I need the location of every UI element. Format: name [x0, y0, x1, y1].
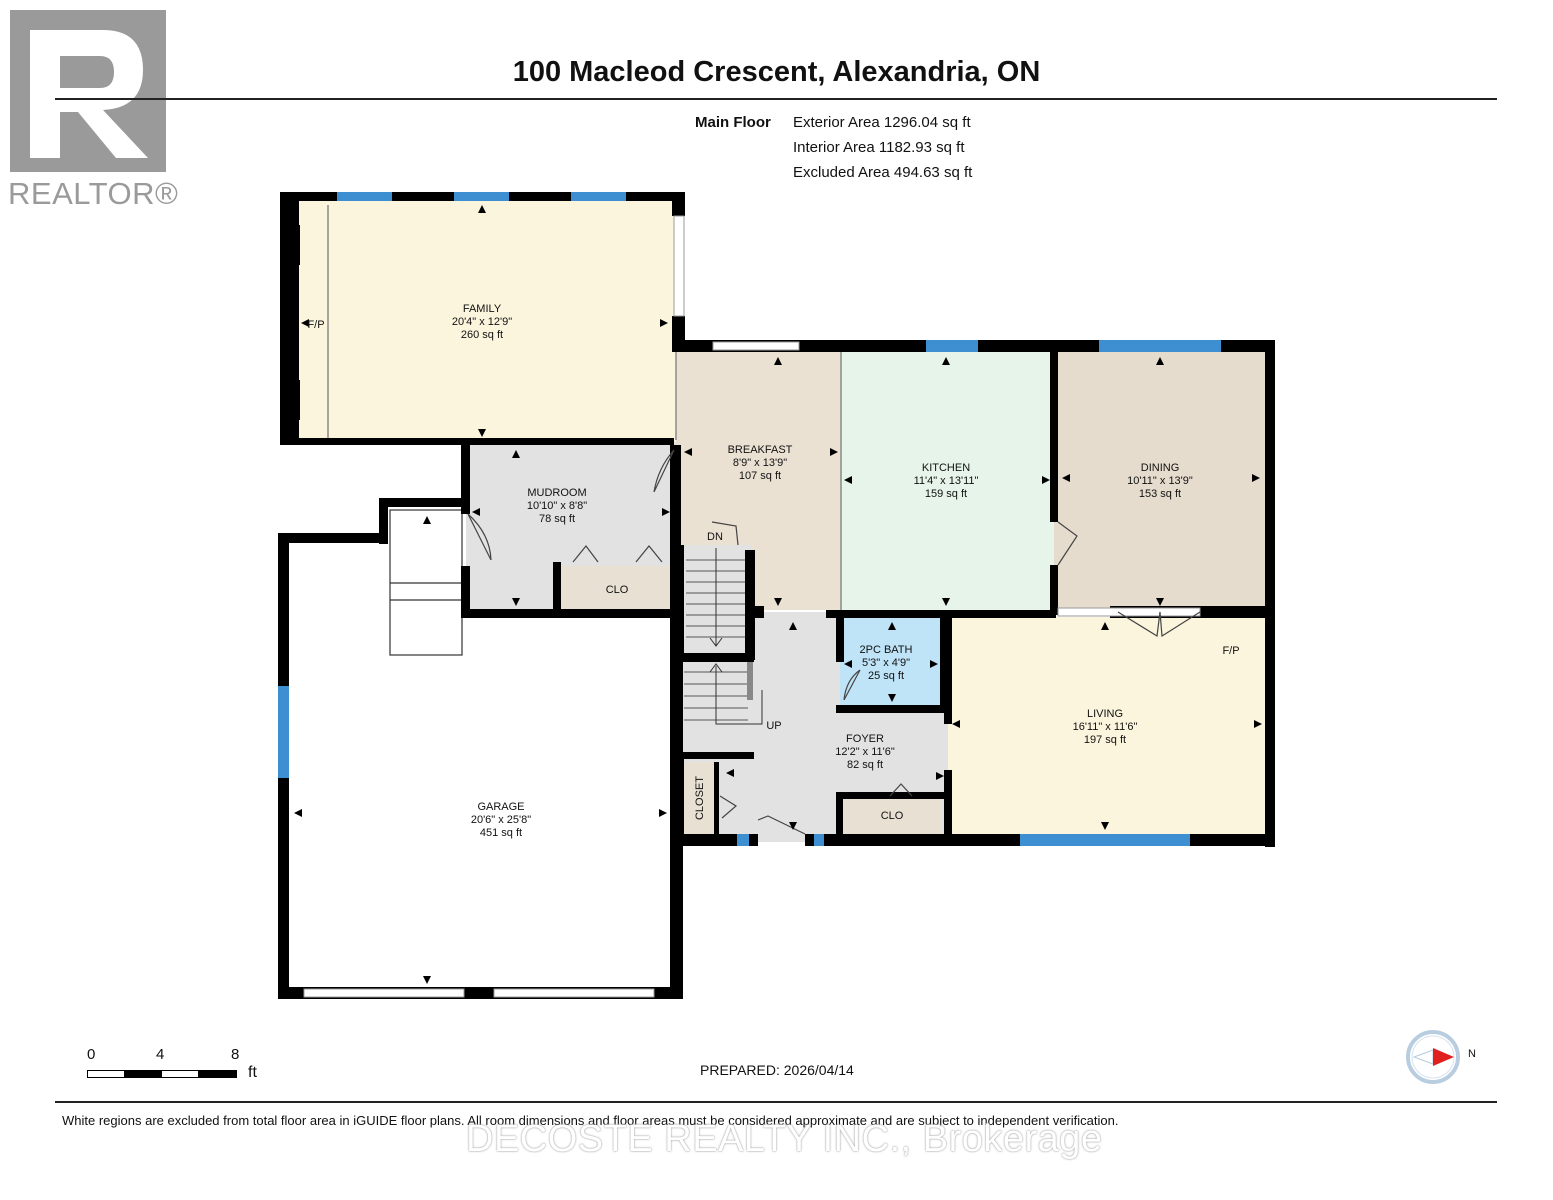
scale-segment: [198, 1070, 237, 1078]
scale-segment: [161, 1070, 200, 1078]
family-fireplace-label: F/P: [307, 319, 324, 331]
dining-area: 153 sq ft: [1139, 488, 1181, 500]
living-dims: 16'11" x 11'6": [1073, 721, 1138, 733]
family-area: 260 sq ft: [461, 329, 503, 341]
kitchen-name: KITCHEN: [922, 462, 970, 474]
living-name: LIVING: [1087, 708, 1123, 720]
living-room-fill: [948, 617, 1268, 839]
bath-name: 2PC BATH: [860, 644, 913, 656]
foyer-closet-fill: [843, 797, 941, 834]
realtor-logo: REALTOR®: [6, 6, 178, 211]
page-title: 100 Macleod Crescent, Alexandria, ON: [512, 56, 1041, 88]
scale-tick-0: 0: [87, 1046, 96, 1063]
bath-area: 25 sq ft: [868, 670, 904, 682]
mudroom-area: 78 sq ft: [539, 513, 575, 525]
mudroom-closet-label: CLO: [606, 584, 629, 596]
bath-dims: 5'3" x 4'9": [862, 657, 910, 669]
foyer-area: 82 sq ft: [847, 759, 883, 771]
foyer-name: FOYER: [846, 733, 884, 745]
kitchen-dims: 11'4" x 13'11": [914, 475, 979, 487]
realtor-logo-text: REALTOR®: [8, 176, 179, 211]
breakfast-dims: 8'9" x 13'9": [733, 457, 787, 469]
family-fireplace: [292, 225, 300, 420]
footer-divider: [55, 1101, 1497, 1103]
scale-unit: ft: [248, 1064, 257, 1081]
scale-segment: [124, 1070, 163, 1078]
dining-room-fill: [1054, 348, 1268, 610]
living-fireplace-label: F/P: [1222, 645, 1239, 657]
brokerage-watermark: DECOSTE REALTY INC., Brokerage: [466, 1118, 1103, 1160]
dimension-arrows: [294, 205, 1262, 984]
foyer-dims: 12'2" x 11'6": [835, 746, 895, 758]
floor-label: Main Floor: [695, 114, 771, 131]
breakfast-name: BREAKFAST: [728, 444, 793, 456]
mudroom-closet-fill: [560, 566, 674, 610]
kitchen-room-fill: [841, 348, 1054, 610]
family-room-fill: [288, 200, 676, 442]
prepared-date: PREPARED: 2026/04/14: [700, 1062, 854, 1078]
header-divider: [55, 98, 1497, 100]
stairs-up: [684, 660, 763, 725]
compass-icon: [1406, 1030, 1460, 1084]
scale-segment: [87, 1070, 126, 1078]
compass: N: [1404, 1028, 1484, 1086]
garage-name: GARAGE: [477, 801, 524, 813]
family-name: FAMILY: [463, 303, 502, 315]
scale-bar: 0 4 8 ft: [80, 1046, 280, 1086]
scale-tick-8: 8: [231, 1046, 240, 1063]
stairs-up-label: UP: [766, 720, 781, 732]
realtor-logo-icon: [10, 10, 166, 172]
compass-north-label: N: [1468, 1048, 1476, 1060]
scale-tick-4: 4: [156, 1046, 165, 1063]
windows: [278, 192, 1221, 846]
disclaimer: White regions are excluded from total fl…: [62, 1113, 1119, 1128]
front-closet-label: CLOSET: [694, 776, 706, 820]
interior-area: Interior Area 1182.93 sq ft: [793, 139, 965, 156]
foyer-closet-label: CLO: [881, 810, 904, 822]
garage-area: 451 sq ft: [480, 827, 522, 839]
stairs-down-label: DN: [707, 531, 723, 543]
dining-dims: 10'11" x 13'9": [1127, 475, 1193, 487]
living-area: 197 sq ft: [1084, 734, 1126, 746]
bath-room-fill: [840, 617, 944, 709]
breakfast-area: 107 sq ft: [739, 470, 781, 482]
stairs-down: [686, 548, 745, 647]
family-dims: 20'4" x 12'9": [452, 316, 512, 328]
garage-steps: [389, 509, 463, 656]
mudroom-dims: 10'10" x 8'8": [527, 500, 587, 512]
front-closet-fill: [683, 762, 715, 834]
kitchen-area: 159 sq ft: [925, 488, 967, 500]
mudroom-name: MUDROOM: [527, 487, 586, 499]
dining-name: DINING: [1141, 462, 1180, 474]
garage-dims: 20'6" x 25'8": [471, 814, 531, 826]
excluded-area: Excluded Area 494.63 sq ft: [793, 164, 973, 181]
exterior-area: Exterior Area 1296.04 sq ft: [793, 114, 971, 131]
interior-partitions: [327, 205, 842, 610]
